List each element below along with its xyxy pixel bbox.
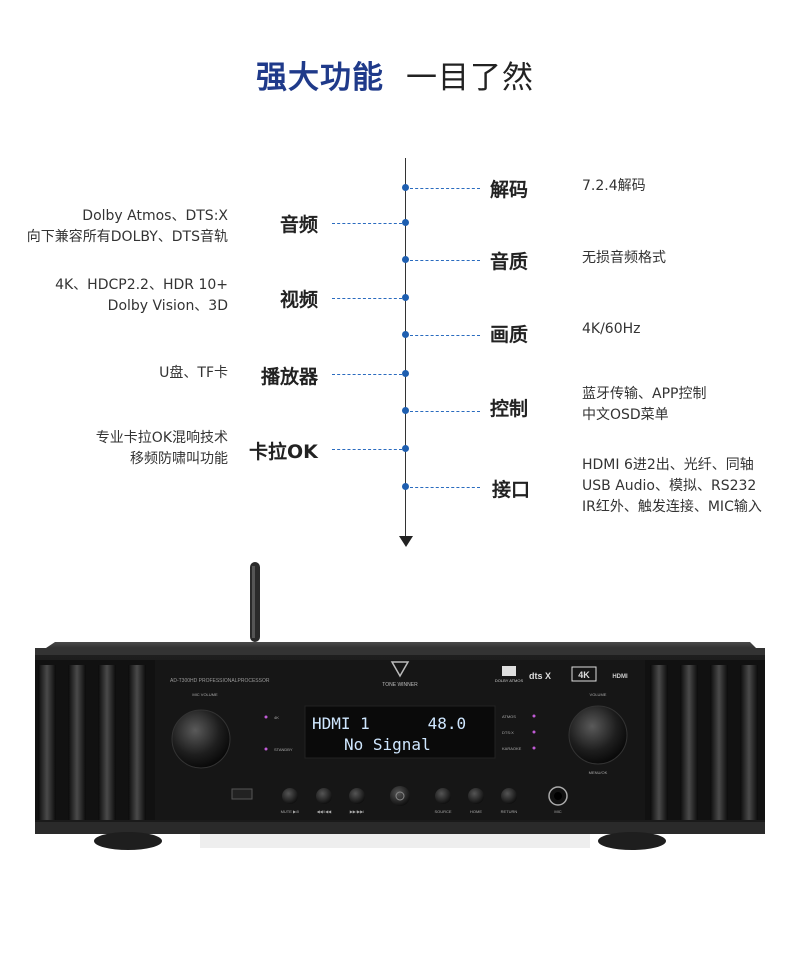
connector-line	[332, 449, 402, 450]
connector-line	[410, 335, 480, 336]
hdmi-logo: HDMI	[612, 674, 628, 680]
feature-desc: 4K、HDCP2.2、HDR 10+	[55, 277, 228, 293]
timeline-dot	[402, 256, 409, 263]
brand-name: TONE WINNER	[382, 682, 418, 688]
source-button	[435, 788, 451, 804]
indicator-4k: 4K	[274, 715, 279, 720]
indicator-atmos: ATMOS	[502, 714, 516, 719]
feature-desc: 4K/60Hz	[582, 321, 641, 337]
title-main: 强大功能	[256, 60, 384, 96]
connector-line	[410, 188, 480, 189]
timeline-dot	[402, 331, 409, 338]
connector-line	[332, 223, 402, 224]
feature-label: 音质	[490, 251, 529, 273]
display-line-1: HDMI 1 48.0	[312, 714, 466, 733]
timeline-dot	[402, 370, 409, 377]
source-label: SOURCE	[434, 809, 451, 814]
foot-right	[598, 832, 666, 850]
indicator-dtsx: DTS:X	[502, 730, 514, 735]
av-receiver-image: TONE WINNER AD-T300HD PROFESSIONALPROCES…	[35, 562, 765, 850]
connector-line	[410, 411, 480, 412]
feature-desc: USB Audio、模拟、RS232	[582, 478, 757, 494]
home-button	[468, 788, 484, 804]
timeline-dot	[402, 407, 409, 414]
feature-desc: Dolby Vision、3D	[107, 298, 228, 314]
display-line-2: No Signal	[344, 735, 431, 754]
feature-label: 控制	[490, 398, 529, 420]
menu-ok-label: MENU/OK	[589, 770, 608, 775]
dolby-logo: DOLBY ATMOS	[495, 678, 524, 683]
feature-label: 音频	[280, 214, 319, 236]
feature-label: 视频	[280, 289, 319, 311]
timeline-dot	[402, 294, 409, 301]
mic-volume-label: MIC VOLUME	[192, 692, 218, 697]
feature-desc: IR红外、触发连接、MIC输入	[582, 499, 762, 515]
prev-button	[316, 788, 332, 804]
next-label: ▶▶/▶▶I	[350, 809, 365, 814]
timeline-arrow-icon	[399, 536, 413, 547]
mic-volume-knob	[171, 709, 231, 769]
volume-label: VOLUME	[590, 692, 607, 697]
indicator-standby: STANDBY	[274, 747, 293, 752]
mute-button	[282, 788, 298, 804]
feature-label: 解码	[490, 179, 529, 201]
feature-label: 接口	[492, 479, 531, 501]
indicator-karaoke: KARAOKE	[502, 746, 522, 751]
model-name: AD-T300HD PROFESSIONALPROCESSOR	[170, 678, 270, 684]
feature-desc: 向下兼容所有DOLBY、DTS音轨	[26, 229, 228, 245]
title-sub: 一目了然	[406, 60, 534, 96]
connector-line	[332, 374, 402, 375]
feature-desc: Dolby Atmos、DTS:X	[82, 208, 228, 224]
feature-desc: 中文OSD菜单	[582, 407, 669, 423]
prev-label: ◀◀/I◀◀	[317, 809, 332, 814]
feature-label: 播放器	[261, 366, 319, 388]
timeline-dot	[402, 184, 409, 191]
volume-knob	[568, 705, 628, 765]
timeline-dot	[402, 219, 409, 226]
return-button	[501, 788, 517, 804]
connector-line	[332, 298, 402, 299]
base-plate	[35, 822, 765, 834]
vfd-display	[304, 705, 496, 759]
feature-desc: 移频防啸叫功能	[130, 451, 228, 467]
timeline-dot	[402, 483, 409, 490]
usb-port-icon	[231, 788, 253, 800]
home-label: HOME	[470, 809, 482, 814]
feature-desc: 蓝牙传输、APP控制	[582, 386, 707, 402]
next-button	[349, 788, 365, 804]
return-label: RETURN	[501, 809, 518, 814]
feature-desc: 7.2.4解码	[582, 178, 646, 194]
4k-logo: 4K	[578, 670, 590, 680]
timeline-dot	[402, 445, 409, 452]
dts-logo: dts X	[529, 671, 551, 681]
feature-label: 卡拉OK	[249, 441, 318, 463]
connector-line	[410, 487, 480, 488]
brand-logo-icon	[390, 661, 410, 678]
feature-desc: 无损音频格式	[582, 250, 666, 266]
timeline-axis	[405, 158, 406, 536]
foot-left	[94, 832, 162, 850]
power-button	[390, 786, 410, 806]
mute-label: MUTE ▶/II	[281, 809, 300, 814]
page-title: 强大功能一目了然	[0, 52, 790, 97]
feature-desc: 专业卡拉OK混响技术	[95, 430, 228, 446]
mic-label: MIC	[554, 809, 561, 814]
feature-desc: U盘、TF卡	[159, 365, 228, 381]
feature-desc: HDMI 6进2出、光纤、同轴	[582, 457, 754, 473]
feature-label: 画质	[490, 324, 529, 346]
connector-line	[410, 260, 480, 261]
